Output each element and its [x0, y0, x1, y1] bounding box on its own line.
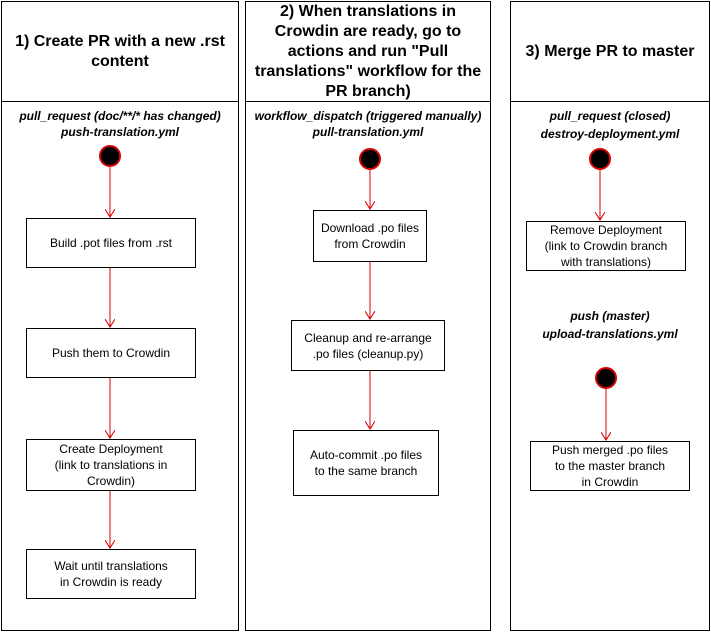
step-wait-translations: Wait until translations in Crowdin is re… [26, 549, 196, 599]
lane-merge-pr: 3) Merge PR to master pull_request (clos… [510, 1, 710, 631]
workflow-file: pull-translation.yml [312, 125, 424, 139]
step-build-pot: Build .pot files from .rst [26, 218, 196, 268]
trigger-event: workflow_dispatch (triggered manually) [254, 109, 482, 123]
step-push-merged-po: Push merged .po files to the master bran… [530, 441, 690, 491]
step-auto-commit: Auto-commit .po files to the same branch [293, 430, 439, 496]
trigger-event: push (master) [570, 309, 650, 323]
workflow-file: upload-translations.yml [542, 327, 678, 341]
lane-pull-translations: 2) When translations in Crowdin are read… [245, 1, 491, 631]
workflow-file: push-translation.yml [60, 125, 179, 139]
start-node [595, 367, 617, 389]
workflow-file: destroy-deployment.yml [540, 127, 680, 141]
lane-title: 3) Merge PR to master [511, 2, 709, 102]
step-push-crowdin: Push them to Crowdin [26, 328, 196, 378]
step-remove-deployment: Remove Deployment (link to Crowdin branc… [526, 221, 686, 271]
step-download-po: Download .po files from Crowdin [313, 210, 427, 262]
trigger-event: pull_request (closed) [549, 109, 671, 123]
trigger-event: pull_request (doc/**/* has changed) [19, 109, 221, 123]
start-node [359, 148, 381, 170]
lane-create-pr: 1) Create PR with a new .rst content pul… [1, 1, 239, 631]
lane-title: 2) When translations in Crowdin are read… [246, 2, 490, 102]
lane-title: 1) Create PR with a new .rst content [2, 2, 238, 102]
start-node [99, 145, 121, 167]
start-node [589, 148, 611, 170]
step-cleanup-po: Cleanup and re-arrange .po files (cleanu… [291, 320, 445, 371]
step-create-deployment: Create Deployment (link to translations … [26, 439, 196, 491]
